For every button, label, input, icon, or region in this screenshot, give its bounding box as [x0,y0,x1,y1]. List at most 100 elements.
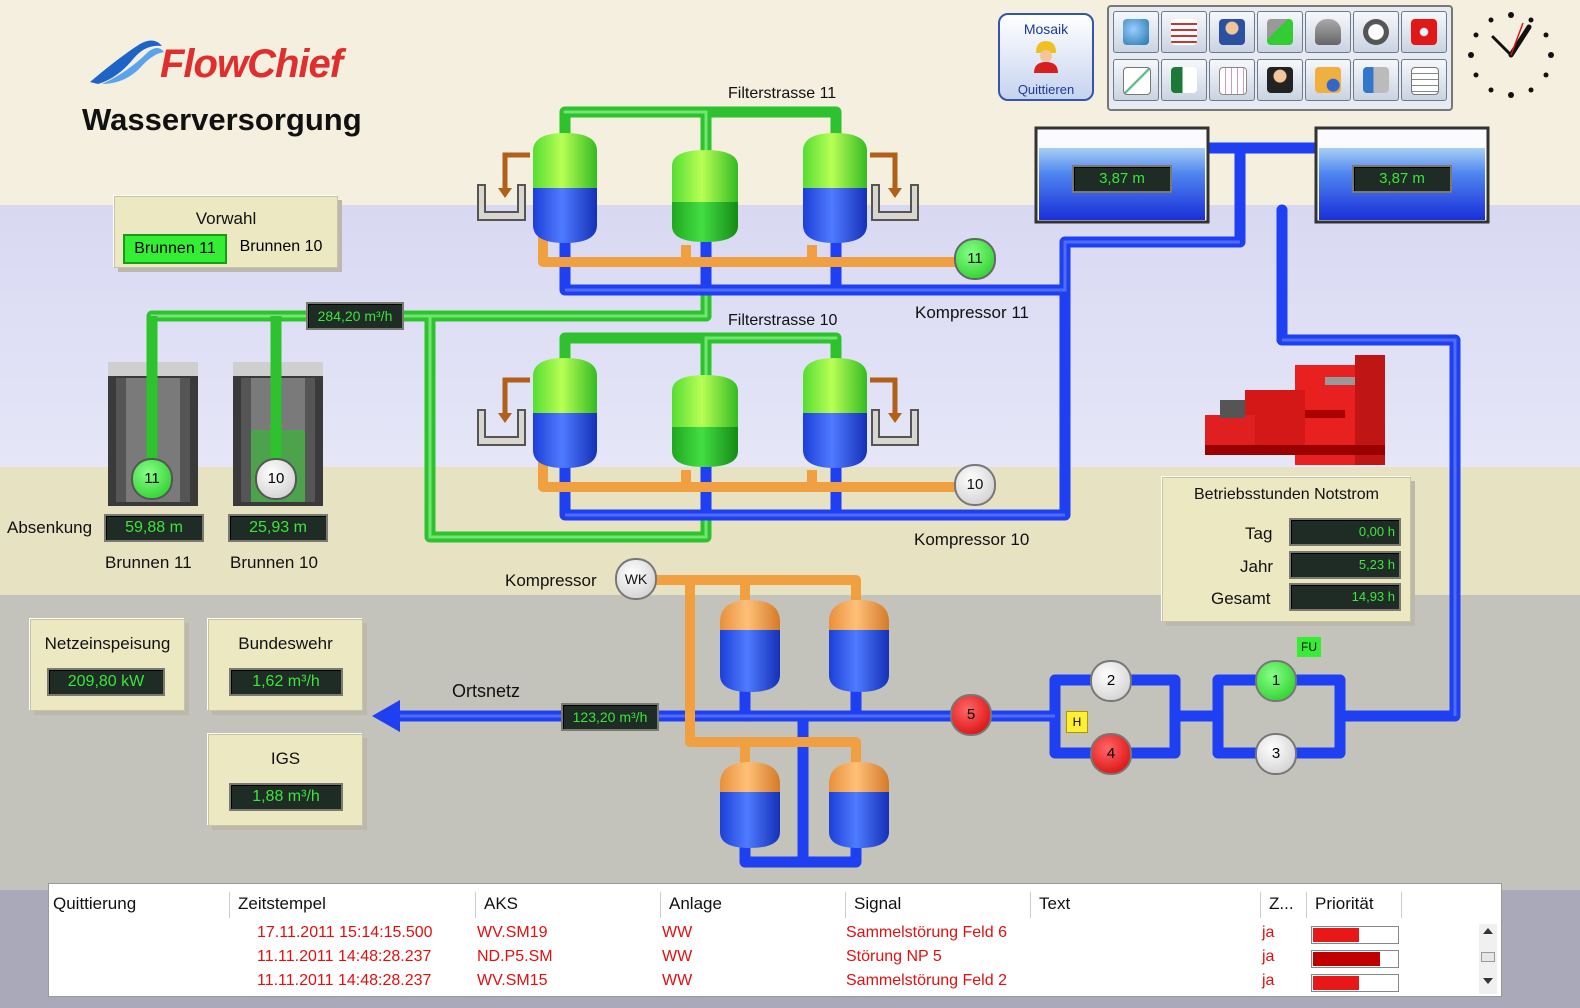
pump-3[interactable]: 3 [1255,733,1297,775]
pump-4[interactable]: 4 [1090,733,1132,775]
absenkung-label: Absenkung [7,518,93,537]
vorwahl-brunnen-10-button[interactable]: Brunnen 10 [239,238,323,255]
well-10-name: Brunnen 10 [230,553,318,572]
alarm-priority-bar [1311,950,1399,968]
database-transfer-button[interactable] [1353,59,1399,101]
kompressor-10-label: Kompressor 10 [914,530,1030,549]
alarm-z: ja [1262,972,1275,989]
well-10-pump[interactable]: 10 [255,458,297,500]
col-zeitstempel[interactable]: Zeitstempel [238,894,326,913]
scroll-down-icon[interactable] [1483,978,1493,984]
pump-5[interactable]: 5 [950,694,992,736]
network-button[interactable] [1113,11,1159,53]
alarm-signal: Sammelstörung Feld 6 [846,924,1007,941]
database-error-icon [1315,19,1341,45]
alarm-row[interactable]: 11.11.2011 14:48:28.237 WV.SM15 WW Samme… [49,972,1473,996]
col-aks[interactable]: AKS [484,894,519,913]
gauge-error-icon [1363,19,1389,45]
tank-left-level: 3,87 m [1072,165,1172,193]
alarm-table-header: Quittierung Zeitstempel AKS Anlage Signa… [49,884,1501,922]
alarm-signal: Störung NP 5 [846,948,942,965]
ortsnetz-flow: 123,20 m³/h [561,703,659,731]
calendar-icon [1171,19,1197,45]
gauge-error-button[interactable] [1353,11,1399,53]
mosaik-title: Mosaik [1023,21,1069,37]
database-error-button[interactable] [1305,11,1351,53]
well-11-pump[interactable]: 11 [131,458,173,500]
alarm-z: ja [1262,948,1275,965]
page-title: Wasserversorgung [82,102,362,137]
notstrom-title: Betriebsstunden Notstrom [1194,486,1379,503]
users-icon [1219,19,1245,45]
col-prioritaet[interactable]: Priorität [1315,894,1374,913]
bundeswehr-value: 1,62 m³/h [229,668,343,696]
kompressor-10-pump[interactable]: 10 [954,464,996,506]
alarm-scrollbar[interactable] [1479,924,1497,994]
clock-icon [1468,12,1554,98]
alarm-z: ja [1262,924,1275,941]
pump-2[interactable]: 2 [1090,660,1132,702]
database-transfer-icon [1363,67,1389,93]
kompressor-wk-pump[interactable]: WK [615,558,657,600]
tools-check-icon [1267,19,1293,45]
notstrom-jahr-label: Jahr [1240,557,1274,576]
pump-1[interactable]: 1 [1255,660,1297,702]
alarm-timestamp: 17.11.2011 15:14:15.500 [257,924,433,941]
tools-check-button[interactable] [1257,11,1303,53]
notstrom-jahr-value: 5,23 h [1289,551,1401,579]
report-button[interactable] [1401,59,1447,101]
alarm-anlage: WW [662,948,693,965]
alarm-signal: Sammelstörung Feld 2 [846,972,1007,989]
igs-value: 1,88 m³/h [229,783,343,811]
presenter-button[interactable] [1257,59,1303,101]
scroll-up-icon[interactable] [1483,928,1493,934]
toolbar [1107,5,1453,111]
user-info-icon [1315,67,1341,93]
bundeswehr-panel: Bundeswehr 1,62 m³/h [208,619,363,711]
notstrom-gesamt-value: 14,93 h [1289,583,1401,611]
netzeinspeisung-label: Netzeinspeisung [44,634,171,653]
alarm-timestamp: 11.11.2011 14:48:28.237 [257,948,432,965]
alarm-row[interactable]: 17.11.2011 15:14:15.500 WV.SM19 WW Samme… [49,924,1473,948]
alarm-aks: WV.SM19 [477,924,548,941]
trend-chart-icon [1123,67,1151,95]
trend-chart-button[interactable] [1113,59,1159,101]
wave-logo-icon [90,40,164,84]
h-badge: H [1066,711,1088,733]
alarm-priority-bar [1311,926,1399,944]
scroll-thumb[interactable] [1481,952,1495,962]
col-text[interactable]: Text [1039,894,1071,913]
col-quittierung[interactable]: Quittierung [53,894,137,913]
calendar-button[interactable] [1161,11,1207,53]
excel-icon [1171,67,1197,93]
users-button[interactable] [1209,11,1255,53]
alarm-row[interactable]: 11.11.2011 14:48:28.237 ND.P5.SM WW Stör… [49,948,1473,972]
excel-button[interactable] [1161,59,1207,101]
kompressor-11-badge[interactable]: 11 [954,238,996,280]
mosaik-quittieren-button[interactable]: Mosaik Quittieren [998,13,1094,101]
vorwahl-panel: Vorwahl Brunnen 11 Brunnen 10 [114,196,338,268]
filterstrasse-11-label: Filterstrasse 11 [728,85,837,102]
fu-badge: FU [1297,637,1321,657]
vorwahl-brunnen-11-button[interactable]: Brunnen 11 [123,234,227,264]
well-10-absenkung: 25,93 m [228,514,328,542]
power-button[interactable] [1401,11,1447,53]
bundeswehr-label: Bundeswehr [238,634,333,653]
col-anlage[interactable]: Anlage [669,894,722,913]
alarm-priority-bar [1311,974,1399,992]
well-11-name: Brunnen 11 [105,553,192,572]
tank-right-level: 3,87 m [1352,165,1452,193]
notstrom-gesamt-label: Gesamt [1211,589,1271,608]
power-icon [1411,19,1437,45]
col-signal[interactable]: Signal [854,894,902,913]
ortsnetz-label: Ortsnetz [452,681,521,701]
alarm-timestamp: 11.11.2011 14:48:28.237 [257,972,432,989]
col-z[interactable]: Z... [1269,894,1294,913]
netzeinspeisung-value: 209,80 kW [47,668,165,696]
brand-name: FlowChief [160,42,343,86]
user-info-button[interactable] [1305,59,1351,101]
alarm-table: Quittierung Zeitstempel AKS Anlage Signa… [48,883,1502,997]
notstrom-panel: Betriebsstunden Notstrom Tag 0,00 h Jahr… [1162,477,1411,622]
spreadsheet-button[interactable] [1209,59,1255,101]
flow-main-display: 284,20 m³/h [306,302,404,330]
